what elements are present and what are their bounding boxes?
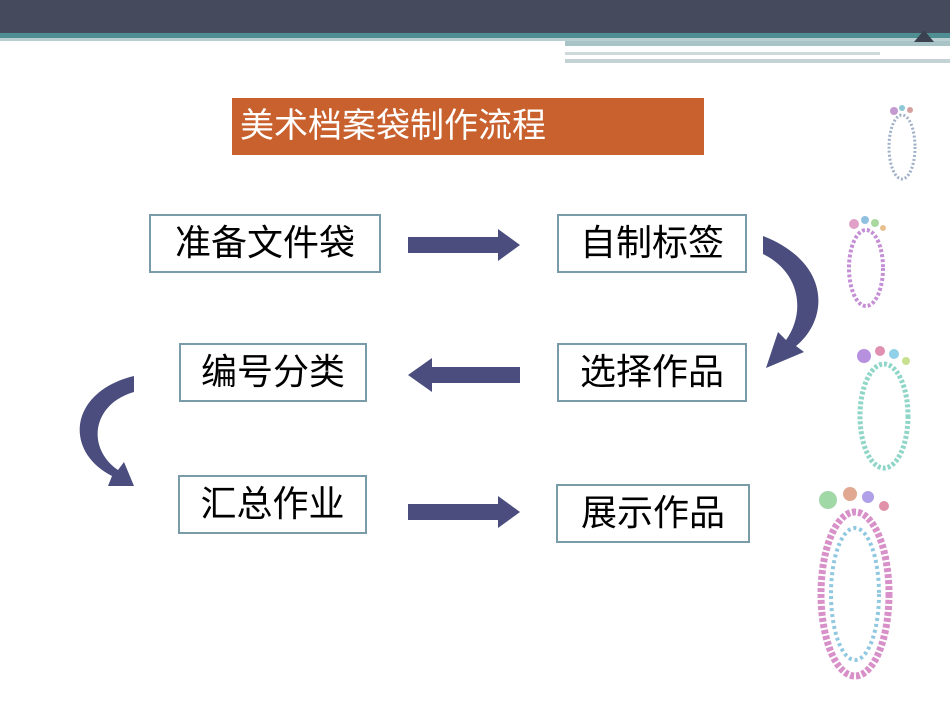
curved-arrow-icon <box>763 236 819 368</box>
curved-arrow-icon <box>79 376 134 486</box>
decorative-stripe <box>565 52 880 55</box>
slide-top-bar <box>0 0 950 33</box>
step-box-collect-homework: 汇总作业 <box>178 475 367 534</box>
decorative-stripe <box>0 38 950 41</box>
corner-triangle-icon <box>914 30 934 42</box>
decorative-stripe <box>565 41 950 46</box>
step-box-select-works: 选择作品 <box>557 343 747 402</box>
step-box-display-works: 展示作品 <box>556 484 750 543</box>
step-box-prepare-folder: 准备文件袋 <box>149 214 381 273</box>
step-box-make-label: 自制标签 <box>557 214 747 273</box>
step-box-number-classify: 编号分类 <box>179 343 367 402</box>
footprint-icon <box>887 105 917 181</box>
footprint-icon <box>817 487 893 680</box>
page-title: 美术档案袋制作流程 <box>232 98 704 155</box>
arrow-right-icon <box>408 229 520 261</box>
arrow-left-icon <box>408 358 520 392</box>
decorative-stripe <box>565 59 950 63</box>
arrow-right-icon <box>408 496 520 528</box>
decorative-stripe <box>0 33 950 38</box>
footprint-icon <box>847 216 886 308</box>
footprint-icon <box>857 346 911 471</box>
